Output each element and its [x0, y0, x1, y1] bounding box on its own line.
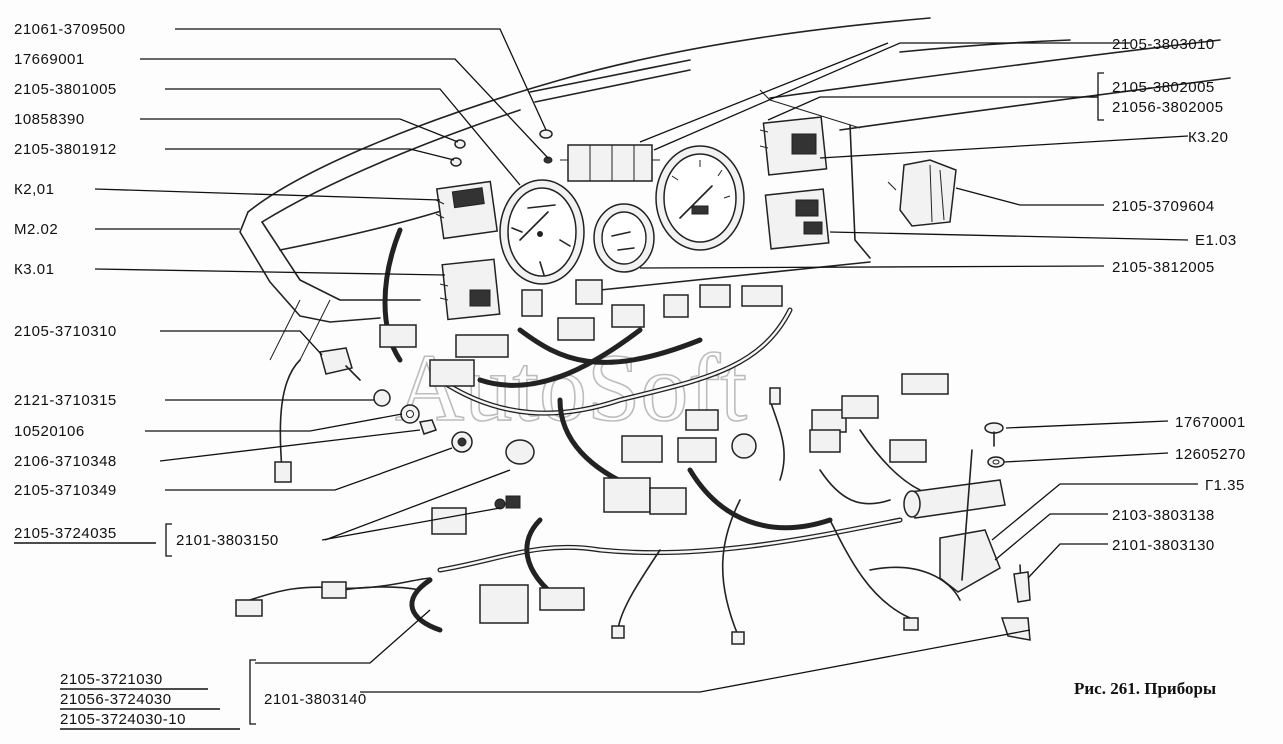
tachometer — [655, 145, 745, 251]
warning-lights-block-2105-3803010 — [560, 144, 660, 182]
label-2105-3803010: 2105-3803010 — [1112, 36, 1215, 53]
label-10858390: 10858390 — [14, 111, 85, 128]
label-17670001: 17670001 — [1175, 414, 1246, 431]
label-2121-3710315: 2121-3710315 — [14, 392, 117, 409]
label-17669001: 17669001 — [14, 51, 85, 68]
bulbs-top — [450, 129, 553, 167]
speedometer — [499, 179, 585, 285]
label-2105-3710310: 2105-3710310 — [14, 323, 117, 340]
label-2101-3803140: 2101-3803140 — [264, 691, 367, 708]
switch-block-k3-01 — [439, 258, 501, 321]
label-2105-3721030: 2105-3721030 — [60, 671, 163, 688]
label-k3-01: К3.01 — [14, 261, 54, 278]
label-e1-03: Е1.03 — [1195, 232, 1237, 249]
label-2105-3801005: 2105-3801005 — [14, 81, 117, 98]
group-bottom-left: 2105-3721030 21056-3724030 2105-3724030-… — [60, 671, 367, 730]
combination-gauge — [593, 203, 655, 273]
group-mid-left: 2105-3724035 2101-3803150 — [14, 525, 279, 549]
label-2105-3801912: 2105-3801912 — [14, 141, 117, 158]
label-2101-3803130: 2101-3803130 — [1112, 537, 1215, 554]
figure-caption: Рис. 261. Приборы — [1074, 679, 1216, 698]
cigarette-lighter-parts — [319, 347, 535, 510]
switch-block-k3-20 — [759, 116, 828, 176]
labels-left: 21061-3709500 17669001 2105-3801005 1085… — [14, 21, 126, 499]
label-m2-02: М2.02 — [14, 221, 58, 238]
brackets — [165, 72, 1104, 725]
label-g1-35: Г1.35 — [1205, 477, 1245, 494]
labels-right: 2105-3803010 К3.20 2105-3709604 Е1.03 21… — [1112, 36, 1246, 554]
group-top-right: 2105-3802005 21056-3802005 — [1112, 79, 1224, 116]
fuse-and-screw-parts — [903, 422, 1031, 641]
label-2105-3709604: 2105-3709604 — [1112, 198, 1215, 215]
label-10520106: 10520106 — [14, 423, 85, 440]
label-2105-3724030-10: 2105-3724030-10 — [60, 711, 186, 728]
label-2105-3812005: 2105-3812005 — [1112, 259, 1215, 276]
label-2105-3802005: 2105-3802005 — [1112, 79, 1215, 96]
label-k2-01: К2,01 — [14, 181, 54, 198]
label-21056-3724030: 21056-3724030 — [60, 691, 172, 708]
dashboard-outline — [239, 17, 1231, 361]
label-21061-3709500: 21061-3709500 — [14, 21, 126, 38]
connectors — [235, 279, 949, 645]
label-2106-3710348: 2106-3710348 — [14, 453, 117, 470]
label-21056-3802005: 21056-3802005 — [1112, 99, 1224, 116]
label-k3-20: К3.20 — [1188, 129, 1228, 146]
label-2101-3803150: 2101-3803150 — [176, 532, 279, 549]
label-12605270: 12605270 — [1175, 446, 1246, 463]
switch-block-k2-01 — [435, 180, 499, 240]
label-2105-3724035: 2105-3724035 — [14, 525, 117, 542]
switch-block-e1-03 — [764, 188, 830, 250]
relay-unit-2105-3709604 — [887, 159, 957, 227]
label-2103-3803138: 2103-3803138 — [1112, 507, 1215, 524]
leader-lines — [94, 28, 1198, 693]
label-2105-3710349: 2105-3710349 — [14, 482, 117, 499]
